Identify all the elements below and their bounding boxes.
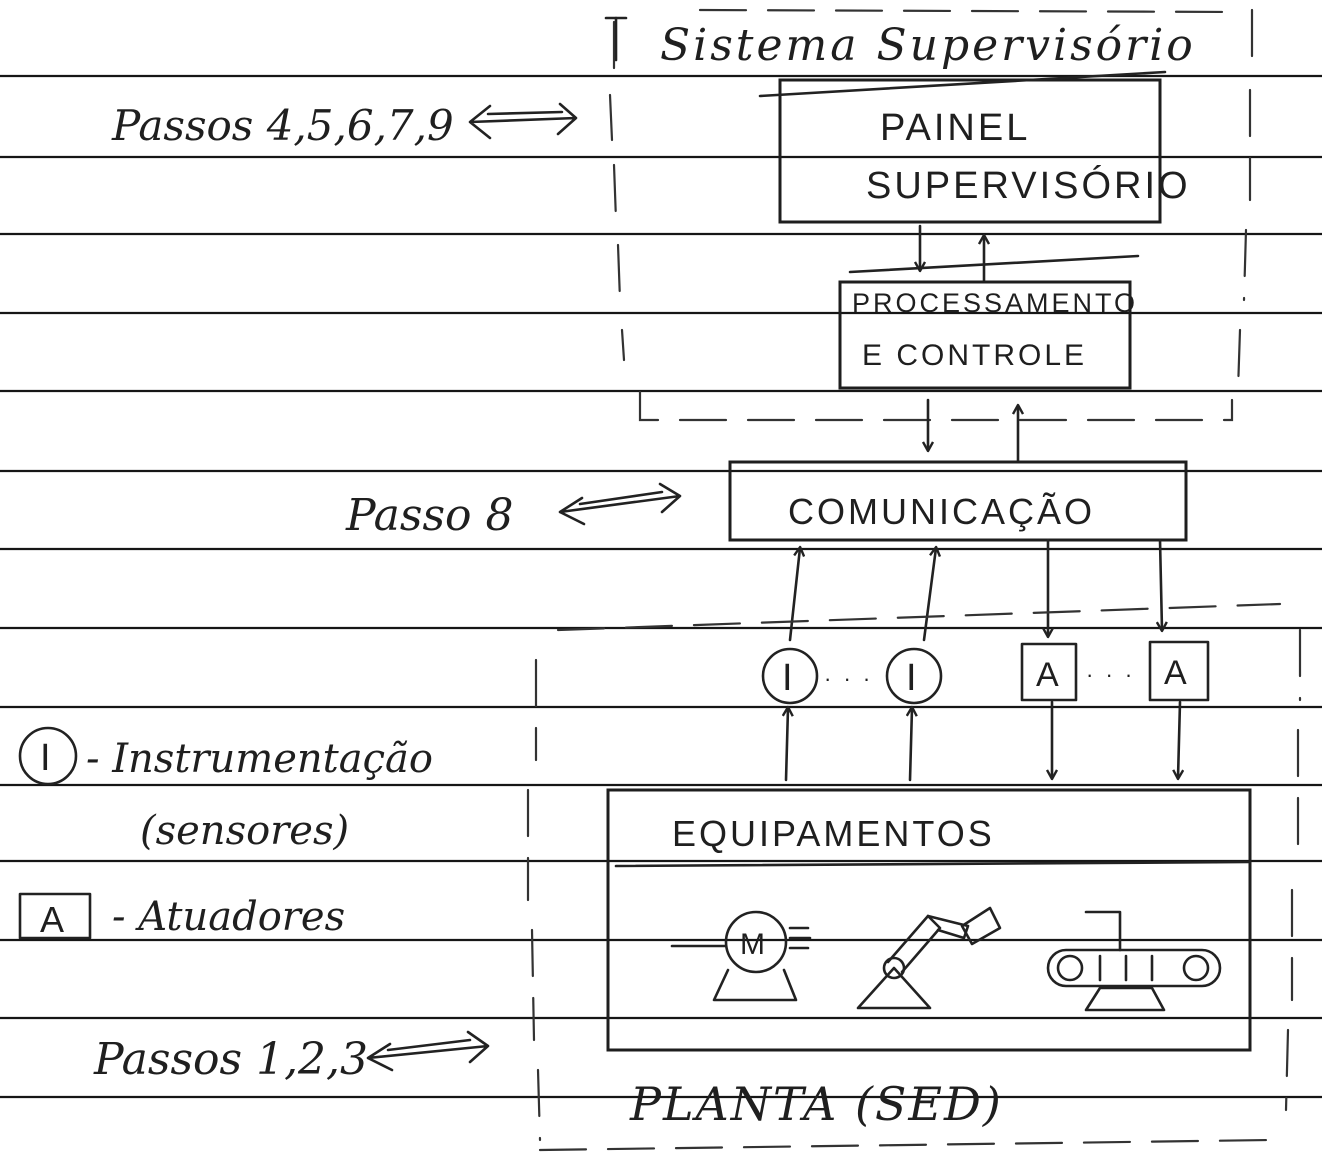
actuator-group: A · · · A — [1022, 642, 1208, 700]
steps-plant-label: Passos 1,2,3 — [93, 1034, 368, 1085]
steps-supervisory: Passos 4,5,6,7,9 — [111, 101, 576, 150]
communication-label: COMUNICAÇÃO — [788, 491, 1095, 532]
steps-supervisory-label: Passos 4,5,6,7,9 — [111, 101, 454, 150]
steps-communication: Passo 8 — [345, 484, 680, 541]
two-way-arrow-icon — [368, 1032, 488, 1070]
communication-box: COMUNICAÇÃO — [730, 462, 1186, 540]
legend-instrument-label: - Instrumentação — [86, 736, 433, 782]
equipment-io-arrows — [786, 702, 1180, 780]
actuator-node-1: A — [1022, 644, 1076, 700]
processing-label-line1: PROCESSAMENTO — [852, 288, 1138, 318]
svg-text:I: I — [40, 737, 54, 779]
legend-actuator: A - Atuadores — [20, 894, 345, 940]
actuator-node-2: A — [1150, 642, 1208, 700]
equipment-box: EQUIPAMENTOS M — [608, 790, 1250, 1050]
svg-text:A: A — [1164, 654, 1190, 692]
ruled-lines — [0, 76, 1322, 1097]
svg-text:A: A — [1036, 656, 1062, 694]
two-way-arrow-icon — [470, 104, 576, 138]
svg-text:I: I — [782, 657, 796, 699]
legend-instrument-sub: (sensores) — [140, 808, 349, 854]
two-way-arrow-icon — [560, 484, 680, 524]
instrument-group: I · · · I — [763, 649, 941, 703]
plant-title: PLANTA (SED) — [629, 1077, 1003, 1131]
steps-communication-label: Passo 8 — [345, 490, 514, 541]
legend-actuator-label: - Atuadores — [112, 894, 345, 940]
processing-label-line2: E CONTROLE — [862, 339, 1087, 372]
svg-text:I: I — [906, 657, 920, 699]
svg-text:M: M — [740, 928, 768, 961]
steps-plant: Passos 1,2,3 — [93, 1032, 488, 1085]
legend: I - Instrumentação (sensores) A - Atuado… — [20, 728, 433, 940]
supervisory-panel-box: PAINEL SUPERVISÓRIO — [760, 72, 1191, 222]
instrument-ellipsis: · · · — [824, 666, 873, 691]
panel-label-line1: PAINEL — [880, 107, 1030, 149]
legend-instrument: I - Instrumentação (sensores) — [20, 728, 433, 854]
instrument-node-1: I — [763, 649, 817, 703]
robot-arm-icon — [858, 908, 1000, 1008]
processing-communication-arrows — [928, 400, 1018, 462]
equipment-label: EQUIPAMENTOS — [672, 813, 995, 854]
processing-control-box: PROCESSAMENTO E CONTROLE — [840, 256, 1138, 388]
panel-label-line2: SUPERVISÓRIO — [866, 164, 1191, 207]
conveyor-icon — [1048, 912, 1220, 1010]
motor-icon: M — [672, 912, 810, 1000]
io-arrows — [790, 540, 1162, 640]
actuator-ellipsis: · · · — [1086, 662, 1135, 687]
supervisory-system-title: Sistema Supervisório — [660, 20, 1196, 71]
instrument-node-2: I — [887, 649, 941, 703]
svg-text:A: A — [40, 899, 67, 940]
